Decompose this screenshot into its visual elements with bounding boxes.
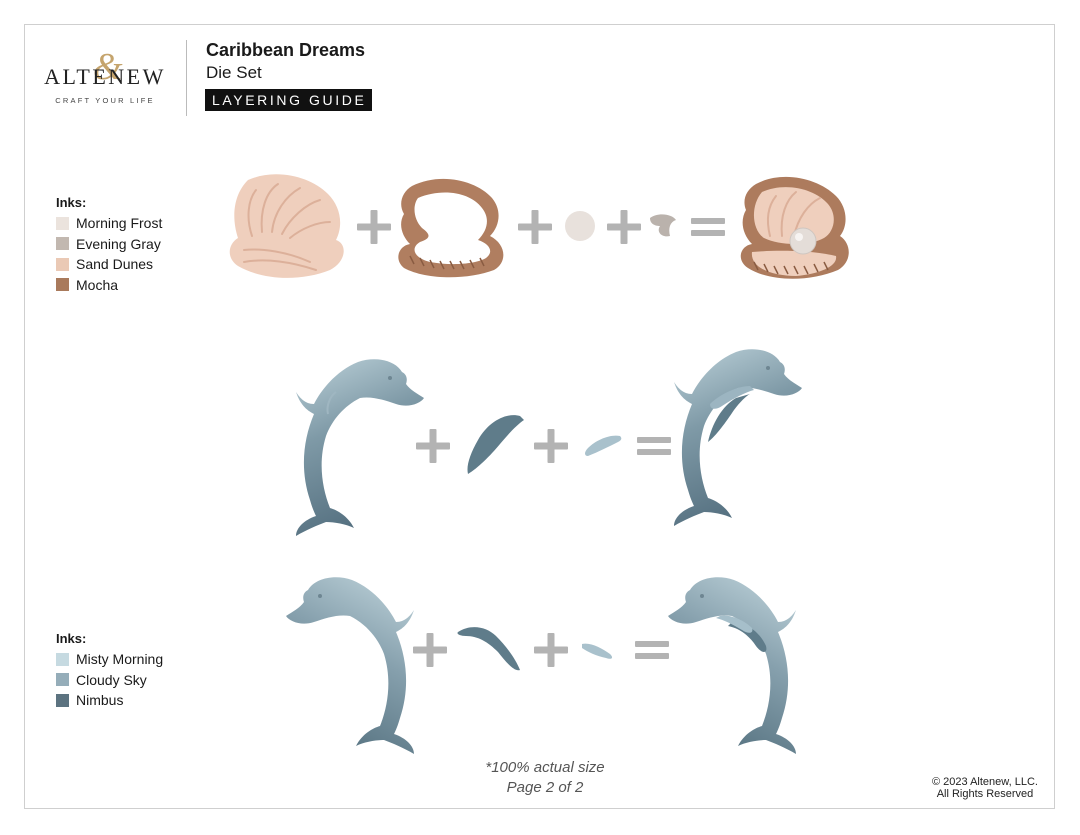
- plus-icon: [413, 633, 447, 667]
- ink-item: Mocha: [56, 275, 162, 296]
- product-subtitle: Die Set: [206, 63, 262, 82]
- dolphin-fin-light-layer: [585, 435, 622, 456]
- dolphin-base-layer: [296, 359, 424, 536]
- page-number: Page 2 of 2: [506, 779, 584, 796]
- ink-name: Cloudy Sky: [76, 671, 147, 688]
- product-title: Caribbean Dreams: [206, 40, 366, 60]
- ink-swatch: [56, 652, 69, 666]
- plus-icon: [607, 210, 641, 244]
- ink-name: Evening Gray: [76, 235, 161, 252]
- ink-item: Sand Dunes: [56, 254, 162, 275]
- logo-wordmark: ALTENEW: [44, 64, 166, 89]
- ink-item: Misty Morning: [56, 649, 163, 670]
- ink-swatch: [56, 257, 69, 271]
- shell-base-layer: [229, 174, 344, 278]
- ink-swatch: [56, 693, 69, 707]
- ink-name: Sand Dunes: [76, 256, 154, 273]
- dolphin2-finished: [668, 577, 796, 754]
- ink-item: Cloudy Sky: [56, 670, 163, 691]
- ink-swatch: [56, 216, 69, 230]
- ink-item: Evening Gray: [56, 234, 162, 255]
- equals-icon: [691, 218, 725, 236]
- header-divider: [186, 40, 187, 116]
- plus-icon: [416, 429, 450, 463]
- ink-name: Misty Morning: [76, 651, 164, 668]
- equals-icon: [637, 437, 671, 455]
- dolphin-fin-dark-layer: [467, 415, 524, 474]
- altenew-logo: & ALTENEW CRAFT YOUR LIFE: [38, 46, 172, 116]
- dolphin2-fin-dark-layer: [457, 627, 520, 671]
- copyright: © 2023 Altenew, LLC.: [932, 776, 1038, 788]
- ink-swatch: [56, 237, 69, 251]
- logo-tagline: CRAFT YOUR LIFE: [55, 96, 155, 105]
- ink-item: Nimbus: [56, 690, 163, 711]
- pearl-layer: [565, 211, 595, 241]
- dolphin2-base-layer: [286, 577, 414, 754]
- shell-finished: [740, 176, 849, 279]
- dolphin2-fin-light-layer: [582, 643, 613, 659]
- ink-swatch: [56, 278, 69, 292]
- ink-legend-heading: Inks:: [56, 195, 87, 210]
- rights-reserved: All Rights Reserved: [936, 788, 1034, 800]
- plus-icon: [357, 210, 391, 244]
- plus-icon: [534, 633, 568, 667]
- layering-guide-label: LAYERING GUIDE: [205, 89, 373, 111]
- dolphin-finished: [674, 349, 802, 526]
- ink-name: Nimbus: [76, 692, 124, 709]
- ink-name: Mocha: [76, 276, 119, 293]
- ink-name: Morning Frost: [76, 215, 163, 232]
- ink-legend-heading: Inks:: [56, 631, 87, 646]
- logo-ampersand-mark: &: [93, 46, 123, 88]
- plus-icon: [534, 429, 568, 463]
- equals-icon: [635, 641, 669, 659]
- shell-outline-layer: [398, 178, 504, 278]
- ink-legend-dolphin: Inks: Misty Morning Cloudy Sky Nimbus: [56, 631, 163, 711]
- ink-item: Morning Frost: [56, 213, 162, 234]
- shell-hinge-layer: [650, 214, 676, 237]
- plus-icon: [518, 210, 552, 244]
- ink-swatch: [56, 673, 69, 687]
- size-note: *100% actual size: [485, 759, 605, 776]
- page-border: [24, 24, 1055, 809]
- ink-legend-shell: Inks: Morning Frost Evening Gray Sand Du…: [56, 195, 162, 295]
